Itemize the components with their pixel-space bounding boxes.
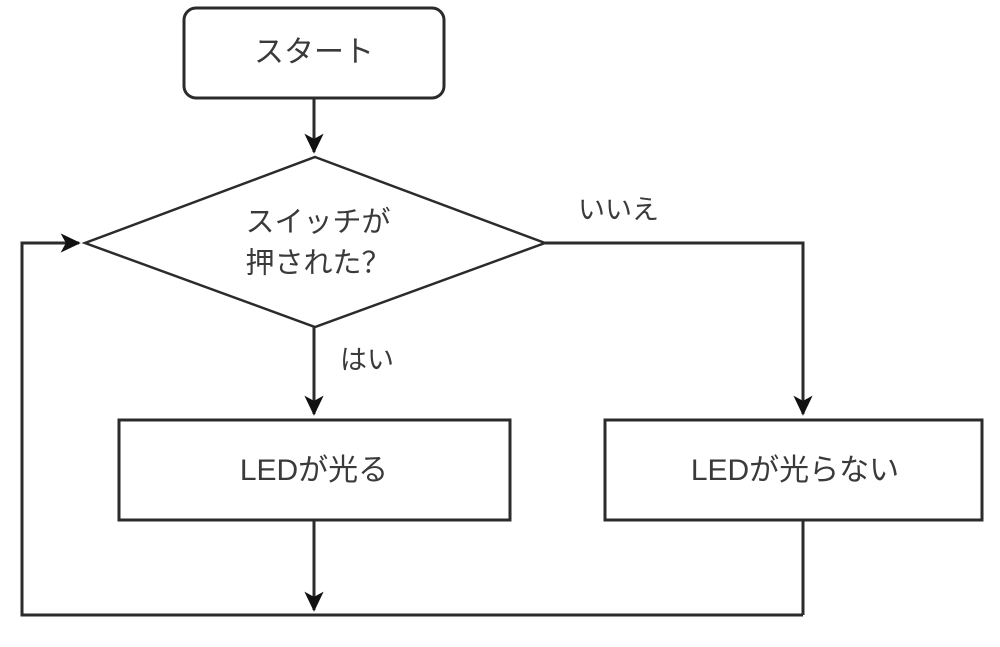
led-off-shape (603, 418, 984, 522)
decision-label-line2: 押された？ (245, 247, 390, 280)
led-on-shape (117, 418, 512, 522)
edge-loop-back (20, 233, 803, 617)
edge-decision-no (545, 241, 813, 416)
edge-label-yes: はい (340, 345, 394, 375)
led-off-label: LEDが光らない (691, 454, 899, 487)
edge-label-no: いいえ (578, 195, 659, 225)
led-on-label: LEDが光る (240, 454, 388, 487)
node-led-off: LEDが光らない (603, 418, 984, 522)
decision-label-line1: スイッチが (245, 206, 390, 239)
decision-shape (81, 155, 549, 329)
start-label: スタート (254, 36, 374, 69)
node-led-on: LEDが光る (117, 418, 512, 522)
node-decision: スイッチが 押された？ (81, 155, 549, 329)
start-shape (182, 6, 446, 100)
node-start: スタート (182, 6, 446, 100)
